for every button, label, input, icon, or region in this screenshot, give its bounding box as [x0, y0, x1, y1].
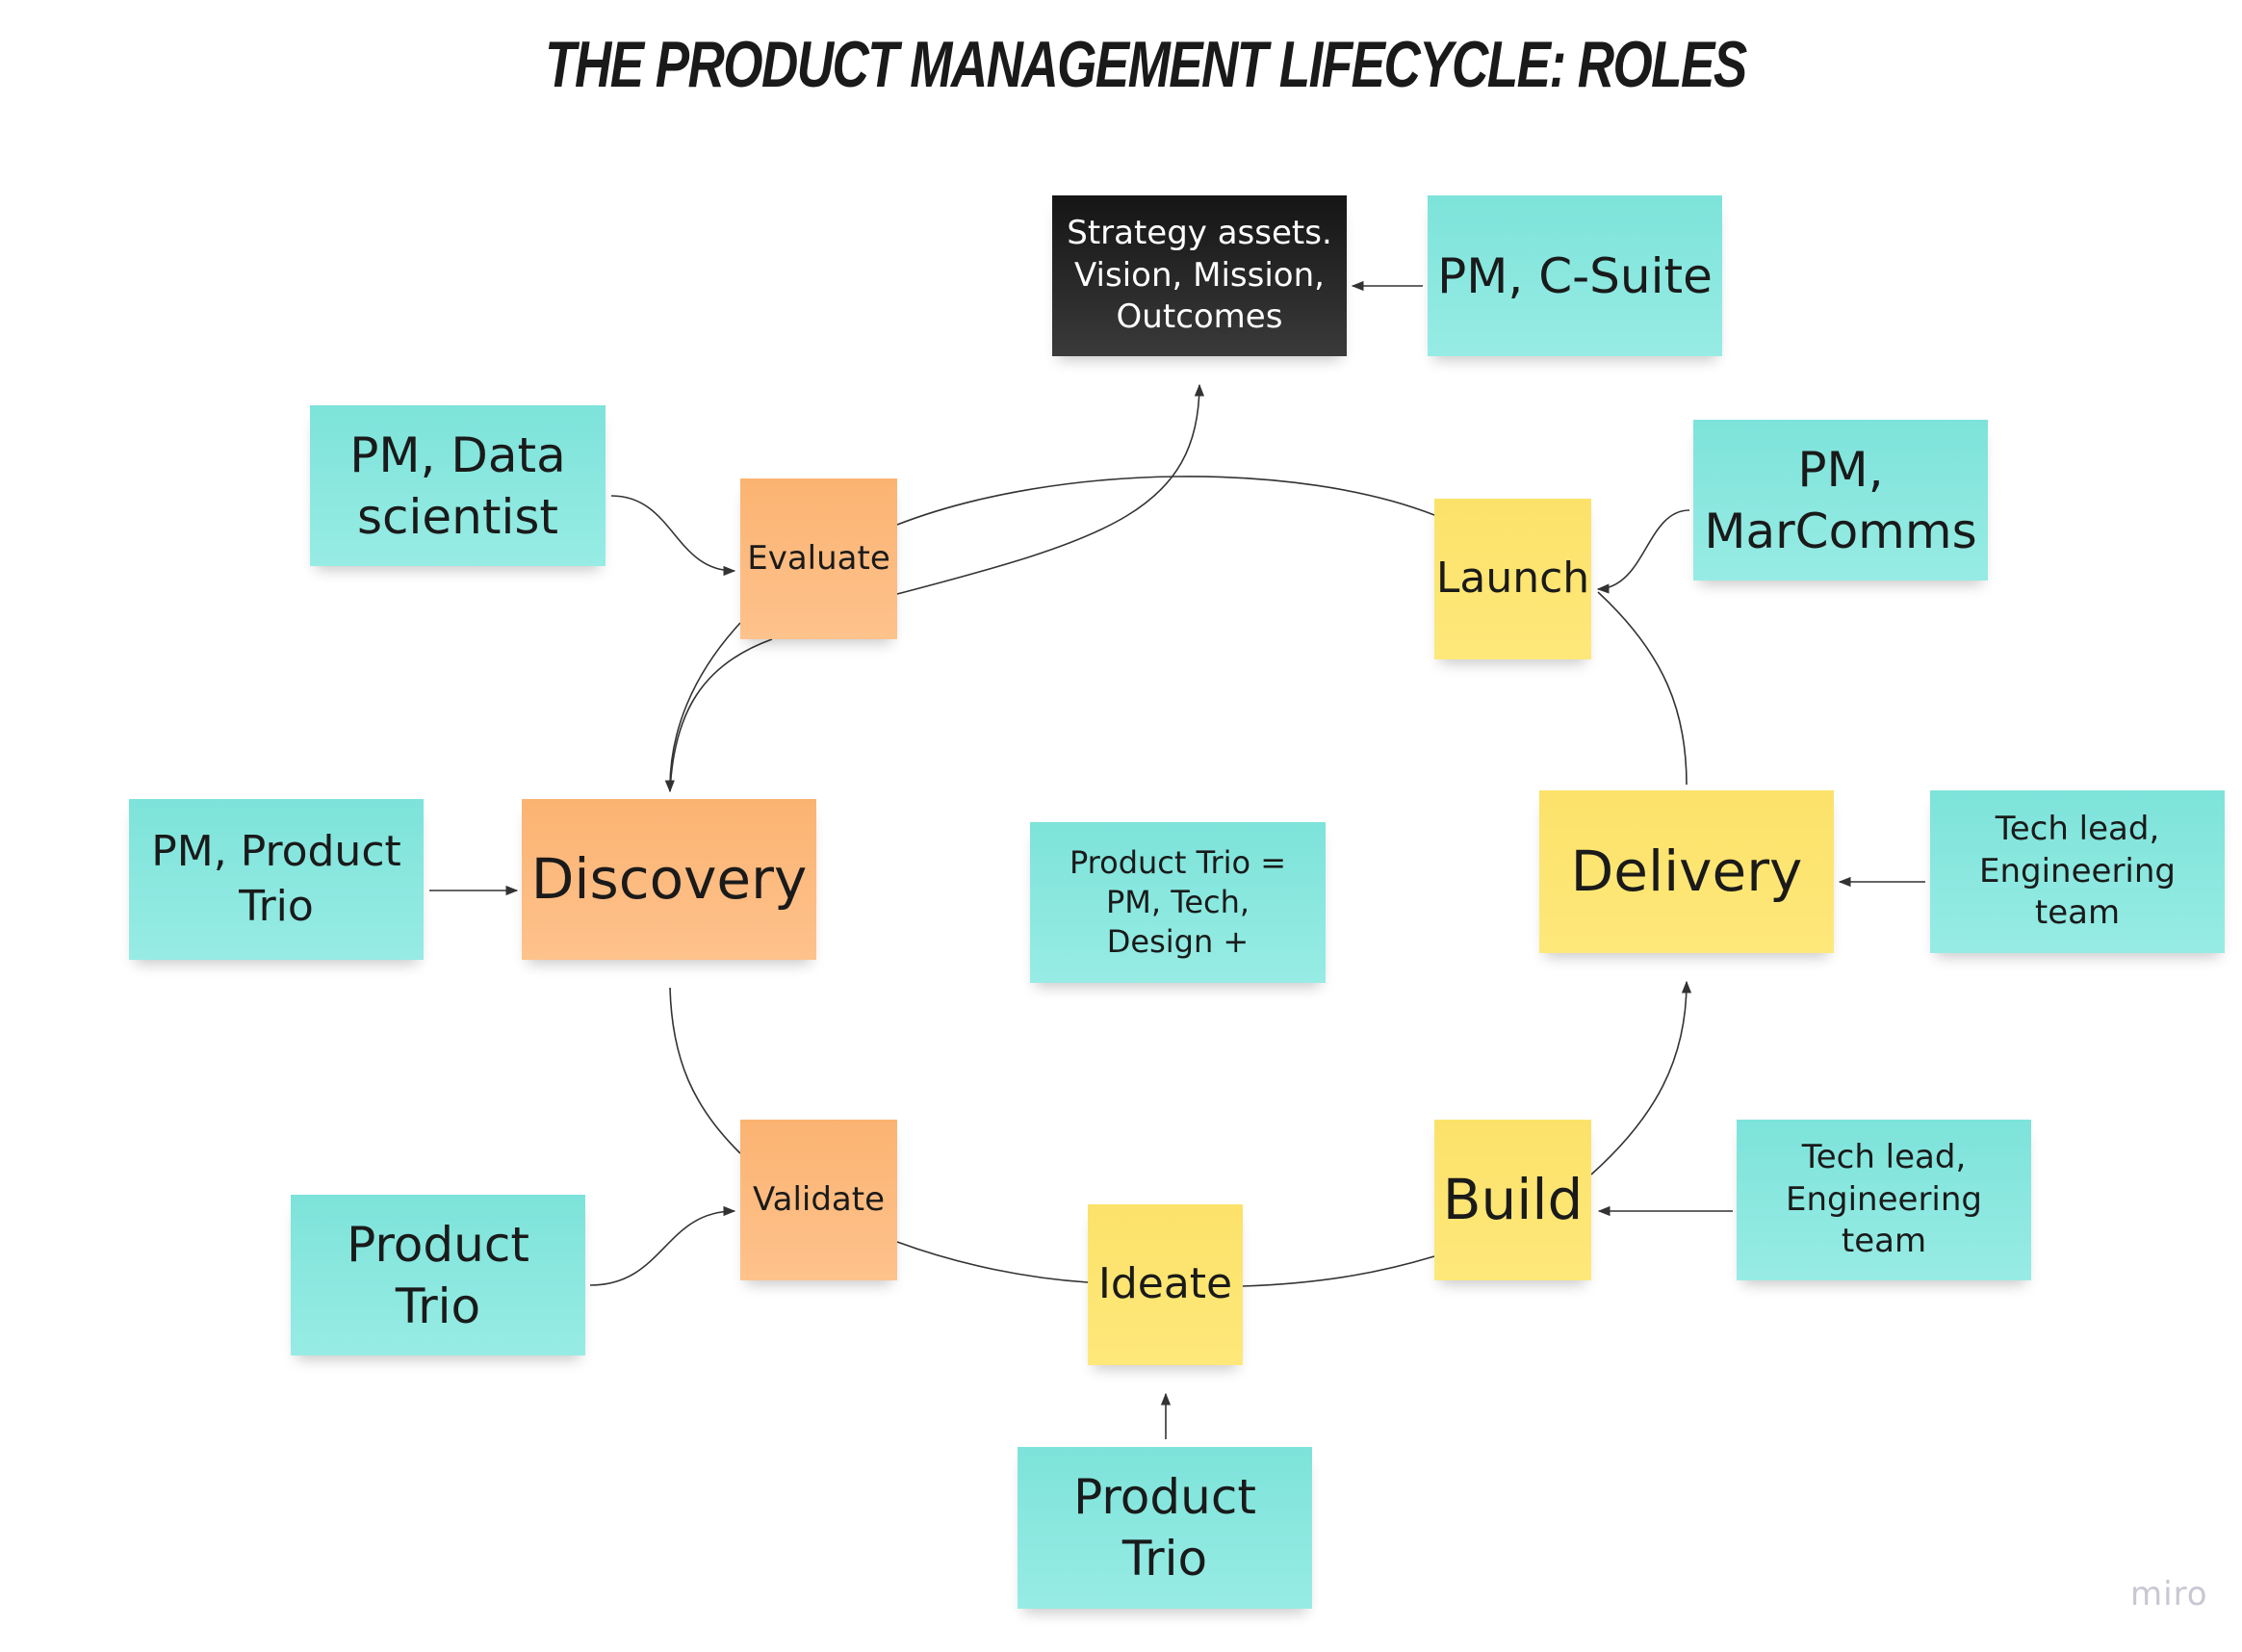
miro-logo: miro: [2130, 1575, 2208, 1613]
connector-evaluate-discovery-2: [669, 638, 773, 792]
phase-discovery[interactable]: Discovery: [522, 799, 816, 960]
role-note-validate[interactable]: Product Trio: [291, 1195, 585, 1355]
role-note-data-scientist[interactable]: PM, Data scientist: [310, 405, 606, 566]
role-note-csuite[interactable]: PM, C-Suite: [1428, 195, 1722, 356]
connector-build-delivery: [1590, 980, 1692, 1175]
connector-discovery-validate: [669, 987, 741, 1154]
strategy-assets-note[interactable]: Strategy assets. Vision, Mission, Outcom…: [1052, 195, 1347, 356]
diagram-title: THE PRODUCT MANAGEMENT LIFECYCLE: ROLES: [545, 28, 1747, 101]
phase-build[interactable]: Build: [1434, 1120, 1591, 1280]
role-note-ideate[interactable]: Product Trio: [1018, 1447, 1312, 1609]
phase-launch[interactable]: Launch: [1434, 499, 1591, 659]
connector-validate-ideate: [896, 1241, 1089, 1283]
connector-evaluate-launch: [896, 476, 1435, 526]
role-note-delivery[interactable]: Tech lead, Engineering team: [1930, 790, 2225, 953]
connector-launch-delivery: [1597, 591, 1688, 786]
connector-trio-validate: [589, 1205, 736, 1286]
connector-ideate-build: [1242, 1255, 1435, 1287]
phase-validate[interactable]: Validate: [740, 1120, 897, 1280]
role-note-discovery[interactable]: PM, Product Trio: [129, 799, 424, 960]
role-note-marcomms[interactable]: PM, MarComms: [1693, 420, 1988, 581]
connector-datasci-evaluate: [610, 495, 736, 577]
connector-evaluate-strategy: [896, 383, 1205, 595]
connector-evaluate-discovery-1: [664, 622, 741, 793]
connector-marcomms-launch: [1596, 509, 1690, 594]
role-note-build[interactable]: Tech lead, Engineering team: [1737, 1120, 2031, 1280]
phase-evaluate[interactable]: Evaluate: [740, 478, 897, 639]
phase-ideate[interactable]: Ideate: [1088, 1204, 1243, 1365]
phase-delivery[interactable]: Delivery: [1539, 790, 1834, 953]
legend-note-product-trio[interactable]: Product Trio = PM, Tech, Design +: [1030, 822, 1326, 983]
